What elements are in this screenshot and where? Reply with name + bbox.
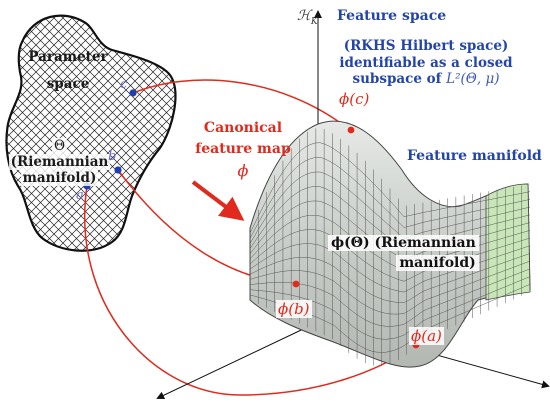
surface-mesh: [249, 128, 531, 366]
phi-a-label: ϕ(a): [409, 327, 444, 345]
axis-left: [156, 321, 319, 400]
parameter-space-title: Parameter space: [20, 44, 116, 98]
rkhs-line2: identifiable as a closed: [339, 54, 513, 71]
rkhs-line3-math: L²(Θ, μ): [446, 71, 500, 87]
feature-manifold-title: Feature manifold: [407, 148, 542, 164]
rkhs-line1: (RKHS Hilbert space): [343, 38, 509, 54]
feature-manifold-label: ϕ(Θ) (Riemannian manifold): [328, 233, 479, 273]
mesh-line: [249, 243, 531, 293]
rkhs-line3-text: subspace of: [352, 71, 447, 87]
mesh-line: [249, 260, 531, 315]
mesh-line: [249, 171, 531, 244]
phi-c-text: ϕ(c): [337, 90, 372, 108]
hilbert-subscript: K: [310, 16, 318, 27]
mesh-line: [249, 276, 531, 340]
mesh-line: [249, 215, 531, 271]
point-c-label: c: [120, 77, 128, 92]
theta-label: Θ (Riemannian manifold): [2, 138, 117, 186]
canonical-map-line1: Canonical: [203, 120, 283, 136]
canonical-map-line2: feature map: [195, 141, 291, 157]
phi-a-text: ϕ(a): [409, 327, 444, 345]
rkhs-description: (RKHS Hilbert space) identifiable as a c…: [305, 38, 547, 88]
feature-space-title: Feature space: [337, 8, 447, 24]
phi-b-label: ϕ(b): [276, 300, 312, 318]
point-phi-c: [347, 126, 355, 134]
point-phi-b: [292, 280, 300, 288]
theta-line3: manifold): [20, 170, 99, 186]
point-a-label: a: [76, 188, 84, 203]
parameter-space-title-line1: Parameter: [28, 49, 108, 65]
canonical-map-symbol: ϕ: [237, 161, 249, 180]
point-b-label: b: [108, 149, 117, 164]
point-b: [114, 166, 122, 174]
mesh-line: [249, 157, 531, 239]
map-curve-c: [132, 79, 351, 131]
feature-manifold-green-edge: [485, 183, 531, 301]
manifold-line2: manifold): [396, 255, 479, 271]
phi-b-text: ϕ(b): [276, 300, 312, 318]
canonical-map-arrow: [191, 180, 245, 221]
parameter-space-region: [5, 14, 177, 252]
point-c: [129, 89, 137, 97]
hilbert-symbol: ℋ: [297, 8, 311, 24]
mesh-line: [249, 142, 531, 234]
mesh-line: [249, 229, 531, 282]
phi-c-label: ϕ(c): [337, 90, 372, 108]
map-curve-a: [84, 185, 417, 396]
theta-symbol: Θ: [51, 138, 68, 154]
theta-line2: (Riemannian: [8, 154, 111, 170]
canonical-map-label: Canonical feature map ϕ: [180, 118, 306, 181]
mesh-line: [249, 200, 531, 260]
manifold-line1: ϕ(Θ) (Riemannian: [328, 235, 479, 251]
mesh-line: [249, 253, 531, 303]
hilbert-space-axis-label: ℋK: [297, 8, 318, 27]
parameter-space-title-line2: space: [46, 76, 90, 92]
